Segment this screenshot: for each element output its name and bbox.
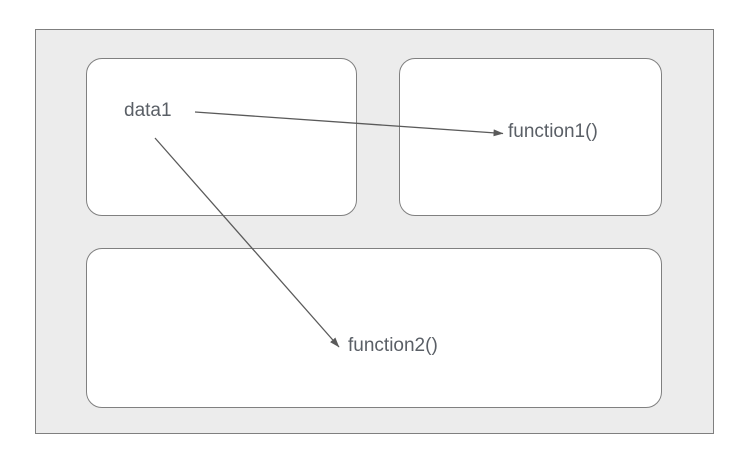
node-label-function1[interactable]: function1() [508, 121, 598, 142]
box-top-left[interactable] [86, 58, 357, 216]
node-label-function2[interactable]: function2() [348, 335, 438, 356]
node-label-data1[interactable]: data1 [124, 100, 172, 121]
box-bottom[interactable] [86, 248, 662, 408]
box-top-right[interactable] [399, 58, 662, 216]
